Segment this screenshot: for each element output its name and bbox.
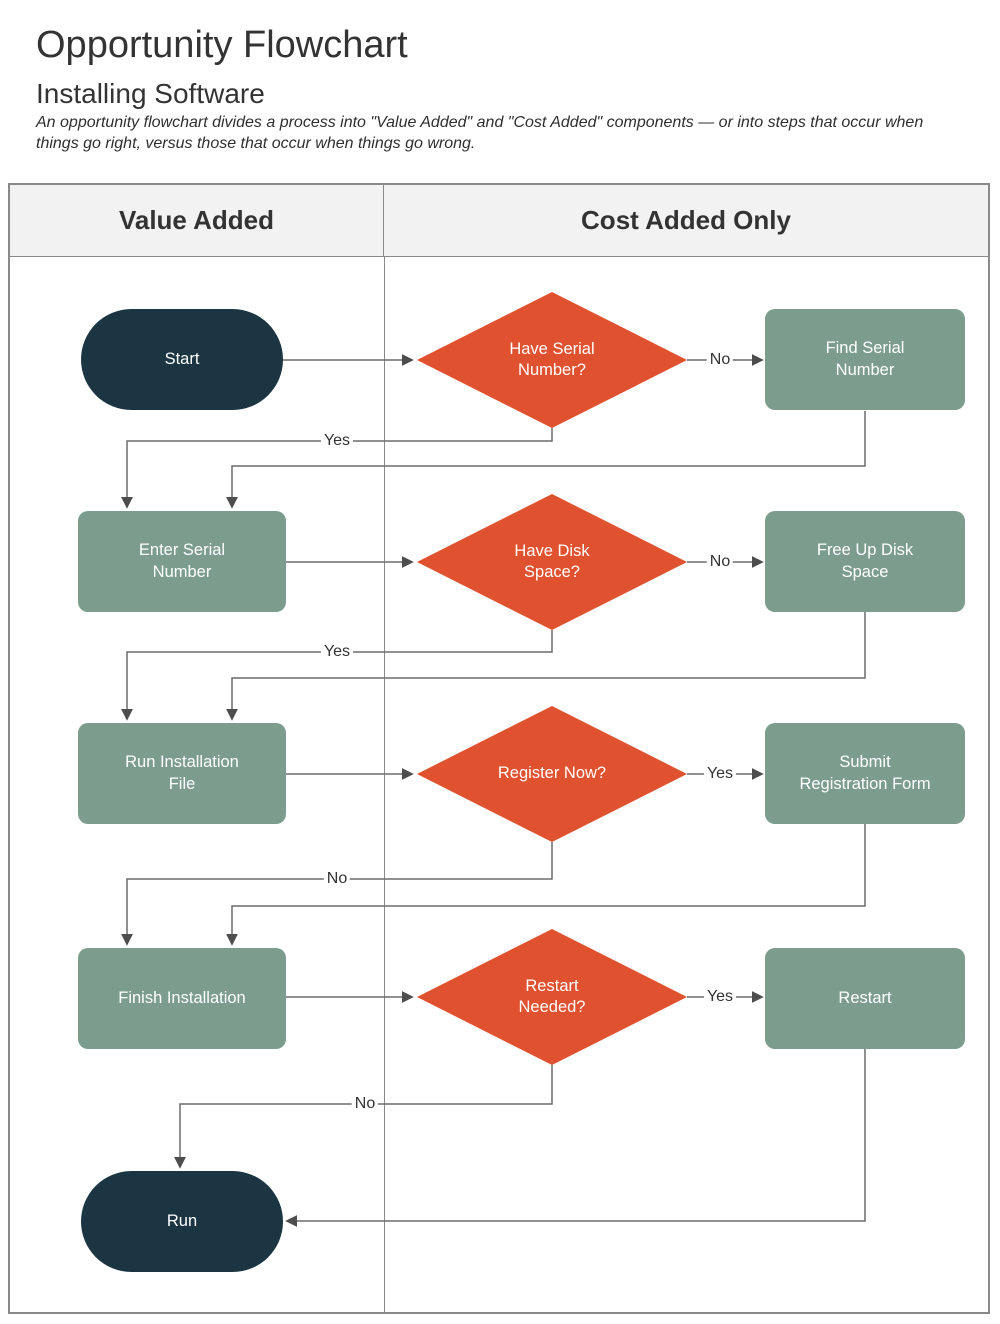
edge-label-register-yes: Yes — [703, 765, 737, 783]
node-run-installation-file: Run Installation File — [78, 723, 286, 824]
node-start: Start — [81, 309, 283, 410]
node-restart: Restart — [765, 948, 965, 1049]
edge-restart-needed-no — [174, 1065, 553, 1169]
column-divider — [384, 257, 385, 1312]
edge-free-up-down — [226, 612, 866, 721]
column-header-value-added: Value Added — [10, 185, 384, 256]
edge-restart-to-run — [285, 1049, 866, 1227]
edge-submit-down — [226, 824, 866, 946]
flowchart-canvas: Start Have Serial Number? Find Serial Nu… — [10, 257, 988, 1312]
page-subtitle: Installing Software — [36, 78, 265, 109]
node-enter-serial-number: Enter Serial Number — [78, 511, 286, 612]
edge-label-register-no: No — [323, 870, 351, 888]
edge-register-no — [121, 842, 553, 946]
edge-label-disk-no: No — [706, 553, 734, 571]
edge-label-disk-yes: Yes — [320, 643, 354, 661]
page-description: An opportunity flowchart divides a proce… — [36, 114, 924, 153]
node-submit-registration-form: Submit Registration Form — [765, 723, 965, 824]
node-run: Run — [81, 1171, 283, 1272]
table-header-row: Value Added Cost Added Only — [10, 185, 988, 257]
page-title: Opportunity Flowchart — [36, 24, 408, 66]
edge-label-serial-yes: Yes — [320, 432, 354, 450]
node-find-serial-number: Find Serial Number — [765, 309, 965, 410]
edge-label-restart-yes: Yes — [703, 988, 737, 1006]
node-free-up-disk-space: Free Up Disk Space — [765, 511, 965, 612]
opportunity-flowchart-table: Value Added Cost Added Only — [8, 183, 990, 1314]
edge-label-serial-no: No — [706, 351, 734, 369]
node-finish-installation: Finish Installation — [78, 948, 286, 1049]
edge-label-restart-no: No — [351, 1095, 379, 1113]
edge-find-serial-down — [226, 411, 866, 509]
column-header-cost-added-only: Cost Added Only — [581, 205, 791, 235]
